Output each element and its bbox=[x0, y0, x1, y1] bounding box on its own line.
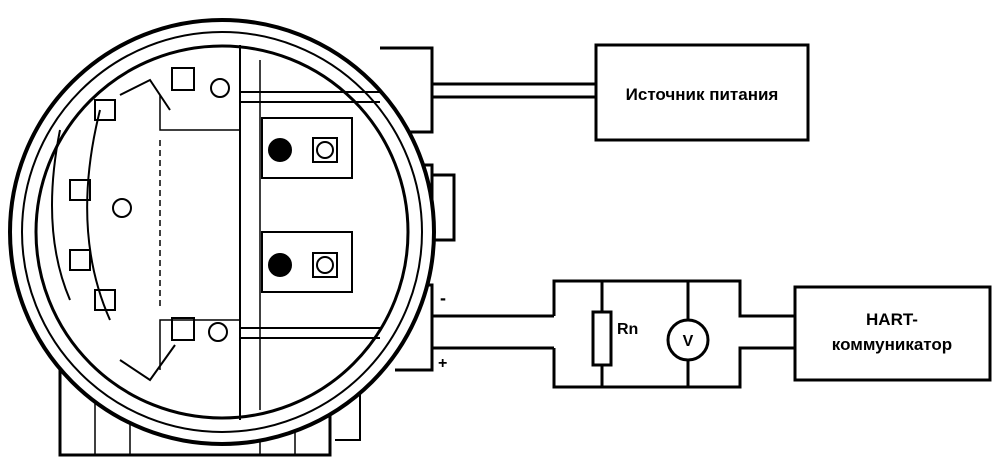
loop-wires bbox=[432, 279, 795, 389]
hart-label-line1: HART- bbox=[866, 310, 918, 329]
resistor-label: Rn bbox=[617, 321, 638, 338]
hart-communicator-box bbox=[793, 285, 992, 382]
terminal-screws bbox=[69, 67, 338, 342]
hart-label-line2: коммуникатор bbox=[832, 335, 952, 354]
power-wires bbox=[432, 82, 596, 99]
plus-label: + bbox=[438, 355, 447, 372]
power-source-label: Источник питания bbox=[626, 85, 779, 104]
transmitter-housing bbox=[8, 18, 456, 457]
resistor bbox=[591, 310, 613, 367]
voltmeter-label: V bbox=[683, 333, 694, 350]
voltmeter bbox=[666, 318, 710, 362]
minus-label: - bbox=[440, 288, 446, 308]
power-source-box bbox=[594, 43, 810, 142]
